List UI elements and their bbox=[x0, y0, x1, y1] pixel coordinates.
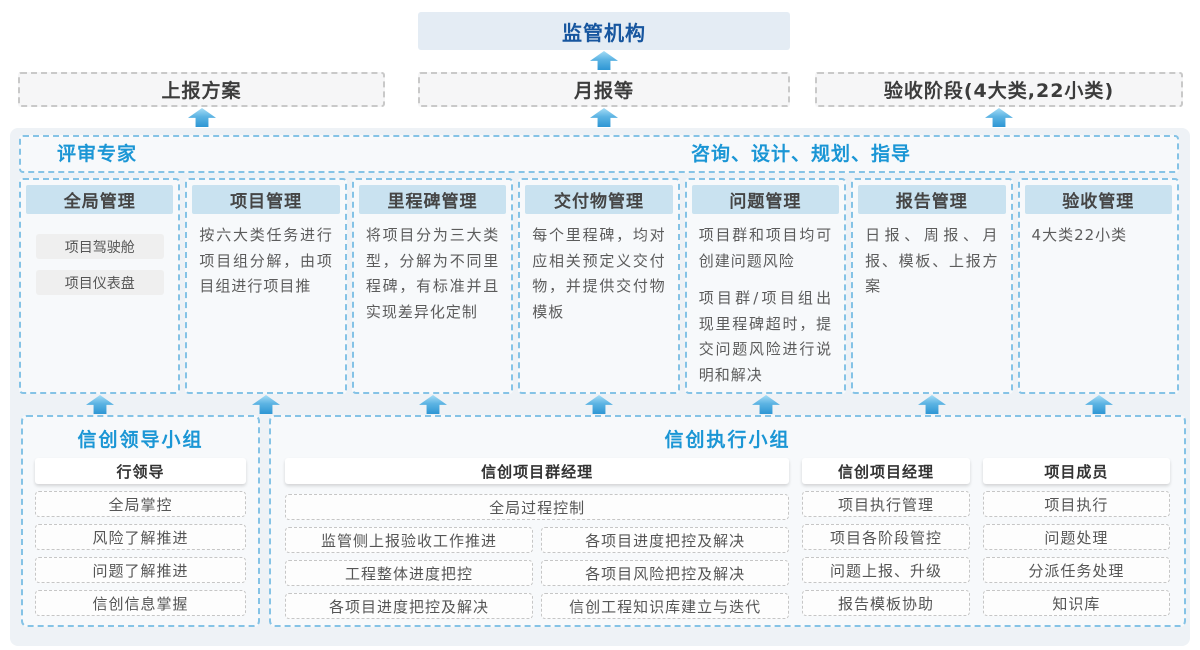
duty-item: 项目执行 bbox=[982, 491, 1170, 517]
column-report-management: 报告管理 日报、周报、月报、模板、上报方案 bbox=[851, 178, 1013, 394]
column-title: 交付物管理 bbox=[525, 185, 673, 214]
column-title: 问题管理 bbox=[691, 185, 840, 214]
duty-item: 问题处理 bbox=[982, 524, 1170, 550]
regulator-box: 监管机构 bbox=[418, 12, 790, 50]
arrow-up-icon bbox=[419, 395, 447, 414]
program-manager-column: 信创项目群经理 全局过程控制 监管侧上报验收工作推进 各项目进度把控及解决 工程… bbox=[285, 458, 790, 619]
column-title: 里程碑管理 bbox=[358, 185, 507, 214]
duty-item: 各项目进度把控及解决 bbox=[285, 593, 534, 619]
arrow-up-icon bbox=[985, 108, 1013, 127]
advisor-strip: 评审专家 咨询、设计、规划、指导 bbox=[19, 135, 1179, 173]
arrow-up-icon bbox=[918, 395, 946, 414]
project-member-column: 项目成员 项目执行 问题处理 分派任务处理 知识库 bbox=[982, 458, 1170, 619]
duty-item: 分派任务处理 bbox=[982, 557, 1170, 583]
duty-item: 问题上报、升级 bbox=[802, 557, 970, 583]
duty-item: 问题了解推进 bbox=[35, 557, 246, 583]
feature-pill: 项目驾驶舱 bbox=[35, 234, 164, 259]
arrow-up-icon bbox=[752, 395, 780, 414]
duty-item: 工程整体进度把控 bbox=[285, 560, 534, 586]
column-description: 将项目分为三大类型，分解为不同里程碑，有标准并且实现差异化定制 bbox=[365, 226, 500, 321]
role-project-member: 项目成员 bbox=[982, 458, 1170, 484]
arrow-up-icon bbox=[590, 51, 618, 70]
column-title: 验收管理 bbox=[1024, 185, 1172, 214]
duty-item: 各项目风险把控及解决 bbox=[541, 560, 790, 586]
column-description: 项目群/项目组出现里程碑超时，提交问题风险进行说明和解决 bbox=[698, 289, 833, 384]
column-acceptance-management: 验收管理 4大类22小类 bbox=[1017, 178, 1179, 394]
column-title: 项目管理 bbox=[192, 185, 340, 214]
channel-monthly-report: 月报等 bbox=[418, 72, 790, 107]
duty-item: 监管侧上报验收工作推进 bbox=[285, 527, 534, 553]
column-description: 项目群和项目均可创建问题风险 bbox=[698, 226, 833, 270]
arrow-up-icon bbox=[188, 108, 216, 127]
duty-item: 信创工程知识库建立与迭代 bbox=[541, 593, 790, 619]
column-description: 4大类22小类 bbox=[1031, 226, 1128, 244]
duty-item: 知识库 bbox=[982, 590, 1170, 616]
duty-item: 项目各阶段管控 bbox=[802, 524, 970, 550]
project-manager-column: 信创项目经理 项目执行管理 项目各阶段管控 问题上报、升级 报告模板协助 bbox=[802, 458, 970, 619]
column-global-management: 全局管理 项目驾驶舱 项目仪表盘 bbox=[19, 178, 181, 394]
column-description: 按六大类任务进行项目组分解，由项目组进行项目推 bbox=[199, 226, 333, 295]
column-description: 日报、周报、月报、模板、上报方案 bbox=[865, 226, 999, 295]
column-project-management: 项目管理 按六大类任务进行项目组分解，由项目组进行项目推 bbox=[185, 178, 347, 394]
consulting-label: 咨询、设计、规划、指导 bbox=[691, 143, 912, 165]
role-program-manager: 信创项目群经理 bbox=[285, 458, 790, 484]
execution-group: 信创执行小组 信创项目群经理 全局过程控制 监管侧上报验收工作推进 各项目进度把… bbox=[269, 415, 1186, 627]
feature-pill: 项目仪表盘 bbox=[35, 270, 164, 295]
column-description: 每个里程碑，均对应相关预定义交付物，并提供交付物模板 bbox=[532, 226, 666, 321]
duty-item: 信创信息掌握 bbox=[35, 590, 246, 616]
role-project-manager: 信创项目经理 bbox=[802, 458, 970, 484]
role-bank-leader: 行领导 bbox=[35, 458, 246, 484]
duty-item: 报告模板协助 bbox=[802, 590, 970, 616]
arrow-up-icon bbox=[585, 395, 613, 414]
duty-item: 全局过程控制 bbox=[285, 494, 790, 520]
duty-item: 风险了解推进 bbox=[35, 524, 246, 550]
arrow-up-icon bbox=[1085, 395, 1113, 414]
execution-group-title: 信创执行小组 bbox=[664, 429, 791, 451]
column-deliverable-management: 交付物管理 每个里程碑，均对应相关预定义交付物，并提供交付物模板 bbox=[518, 178, 680, 394]
arrow-up-icon bbox=[86, 395, 114, 414]
duty-item: 项目执行管理 bbox=[802, 491, 970, 517]
arrow-up-icon bbox=[590, 108, 618, 127]
duty-item: 各项目进度把控及解决 bbox=[541, 527, 790, 553]
column-title: 全局管理 bbox=[26, 185, 174, 214]
leader-group: 信创领导小组 行领导 全局掌控 风险了解推进 问题了解推进 信创信息掌握 bbox=[21, 415, 260, 627]
channel-acceptance-stage: 验收阶段(4大类,22小类) bbox=[815, 72, 1183, 107]
column-milestone-management: 里程碑管理 将项目分为三大类型，分解为不同里程碑，有标准并且实现差异化定制 bbox=[351, 178, 514, 394]
channel-report-plan: 上报方案 bbox=[18, 72, 385, 107]
column-issue-management: 问题管理 项目群和项目均可创建问题风险 项目群/项目组出现里程碑超时，提交问题风… bbox=[684, 178, 847, 394]
arrow-up-icon bbox=[252, 395, 280, 414]
review-experts-label: 评审专家 bbox=[57, 143, 138, 165]
leader-group-title: 信创领导小组 bbox=[77, 429, 204, 451]
duty-item: 全局掌控 bbox=[35, 491, 246, 517]
management-columns: 全局管理 项目驾驶舱 项目仪表盘 项目管理 按六大类任务进行项目组分解，由项目组… bbox=[19, 178, 1179, 394]
column-title: 报告管理 bbox=[858, 185, 1006, 214]
main-panel: 评审专家 咨询、设计、规划、指导 全局管理 项目驾驶舱 项目仪表盘 项目管理 按… bbox=[10, 128, 1190, 646]
